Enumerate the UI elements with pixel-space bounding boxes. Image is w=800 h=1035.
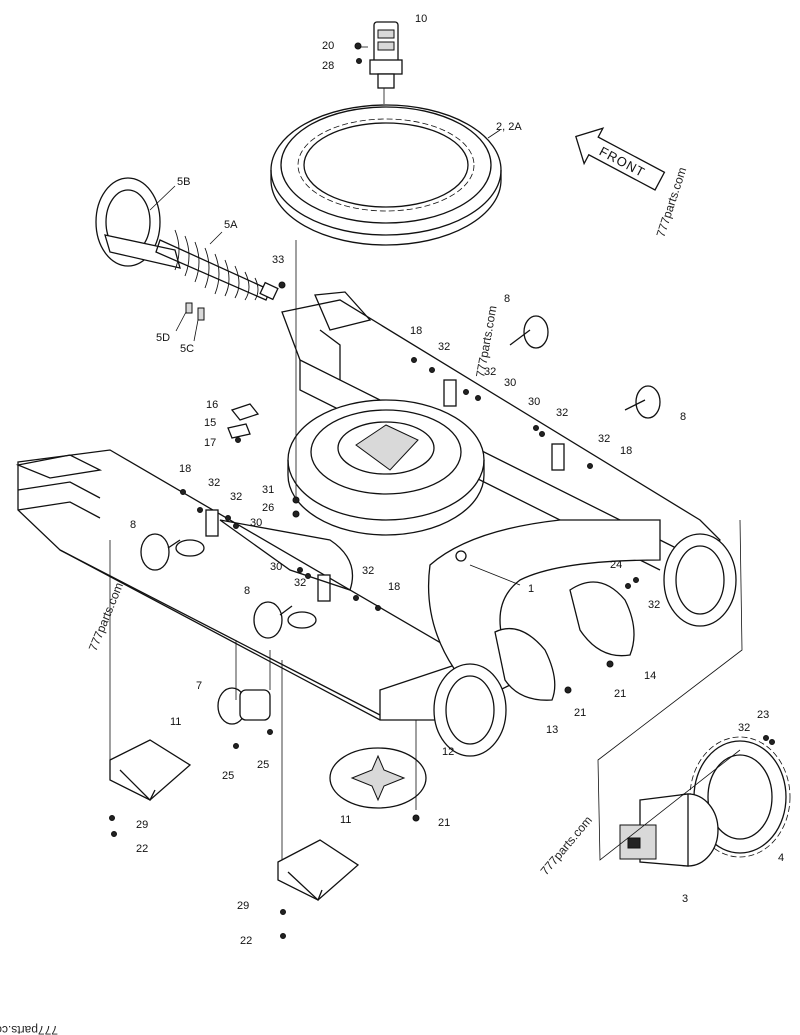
callout-22: 22 [240, 935, 252, 947]
callout-5a: 5A [224, 219, 238, 231]
center-x-frame [219, 519, 661, 701]
callout-30: 30 [528, 396, 540, 408]
callout-21: 21 [438, 817, 450, 829]
callout-14: 14 [644, 670, 656, 682]
callout-18: 18 [410, 325, 422, 337]
callout-21: 21 [574, 707, 586, 719]
callout-17: 17 [204, 437, 216, 449]
callout-labels: 10 20 28 2, 2A 5B 5A 33 5D 5C 8 18 32 32… [130, 13, 784, 947]
watermark: 777parts.com [86, 580, 126, 653]
carrier-roller [509, 315, 549, 349]
callout-32: 32 [648, 599, 660, 611]
right-travel-housing [663, 533, 737, 627]
callout-15: 15 [204, 417, 216, 429]
swing-bearing-ring [270, 104, 502, 246]
callout-2-2a: 2, 2A [496, 121, 522, 133]
callout-22: 22 [136, 843, 148, 855]
callout-8: 8 [244, 585, 250, 597]
callout-28: 28 [322, 60, 334, 72]
travel-motor [619, 793, 719, 867]
callout-21: 21 [614, 688, 626, 700]
callout-1: 1 [528, 583, 534, 595]
callout-18: 18 [388, 581, 400, 593]
front-direction-arrow: FRONT [575, 127, 666, 191]
callout-11: 11 [340, 814, 351, 826]
track-roller-7 [217, 687, 271, 725]
carrier-roller [624, 385, 661, 419]
callout-31: 31 [262, 484, 274, 496]
callout-10: 10 [415, 13, 427, 25]
callout-18: 18 [179, 463, 191, 475]
callout-24: 24 [610, 559, 622, 571]
swivel-joint [354, 21, 403, 89]
cover-plate-12 [329, 747, 427, 809]
callout-18: 18 [620, 445, 632, 457]
watermark: 777parts.com [538, 813, 595, 878]
callout-30: 30 [504, 377, 516, 389]
callout-5b: 5B [177, 176, 190, 188]
left-travel-housing [433, 663, 507, 757]
callout-5c: 5C [180, 343, 194, 355]
callout-25: 25 [257, 759, 269, 771]
callout-32: 32 [598, 433, 610, 445]
callout-29: 29 [237, 900, 249, 912]
leader-lines [109, 46, 743, 861]
callout-26: 26 [262, 502, 274, 514]
cover-plate-14 [569, 581, 635, 657]
callout-8: 8 [130, 519, 136, 531]
callout-7: 7 [196, 680, 202, 692]
center-frame-turntable [287, 399, 485, 536]
callout-30: 30 [270, 561, 282, 573]
track-roller [253, 601, 293, 639]
front-idler-assembly [95, 177, 286, 321]
callout-11: 11 [170, 716, 181, 728]
callout-8: 8 [504, 293, 510, 305]
callout-16: 16 [206, 399, 218, 411]
callout-30: 30 [250, 517, 262, 529]
callout-29: 29 [136, 819, 148, 831]
callout-33: 33 [272, 254, 284, 266]
callout-32: 32 [208, 477, 220, 489]
watermark: 777parts.co [0, 1023, 58, 1035]
track-guard [277, 839, 360, 902]
callout-32: 32 [438, 341, 450, 353]
callout-32: 32 [556, 407, 568, 419]
callout-20: 20 [322, 40, 334, 52]
callout-32: 32 [294, 577, 306, 589]
callout-4: 4 [778, 852, 784, 864]
track-roller [140, 533, 181, 571]
callout-23: 23 [757, 709, 769, 721]
callout-13: 13 [546, 724, 558, 736]
track-guard [109, 739, 192, 802]
callout-32: 32 [230, 491, 242, 503]
cover-plate-13 [494, 627, 556, 701]
callout-3: 3 [682, 893, 688, 905]
callout-8: 8 [680, 411, 686, 423]
callout-32: 32 [484, 366, 496, 378]
callout-5d: 5D [156, 332, 170, 344]
callout-25: 25 [222, 770, 234, 782]
callout-32: 32 [738, 722, 750, 734]
callout-12: 12 [442, 746, 454, 758]
callout-32: 32 [362, 565, 374, 577]
